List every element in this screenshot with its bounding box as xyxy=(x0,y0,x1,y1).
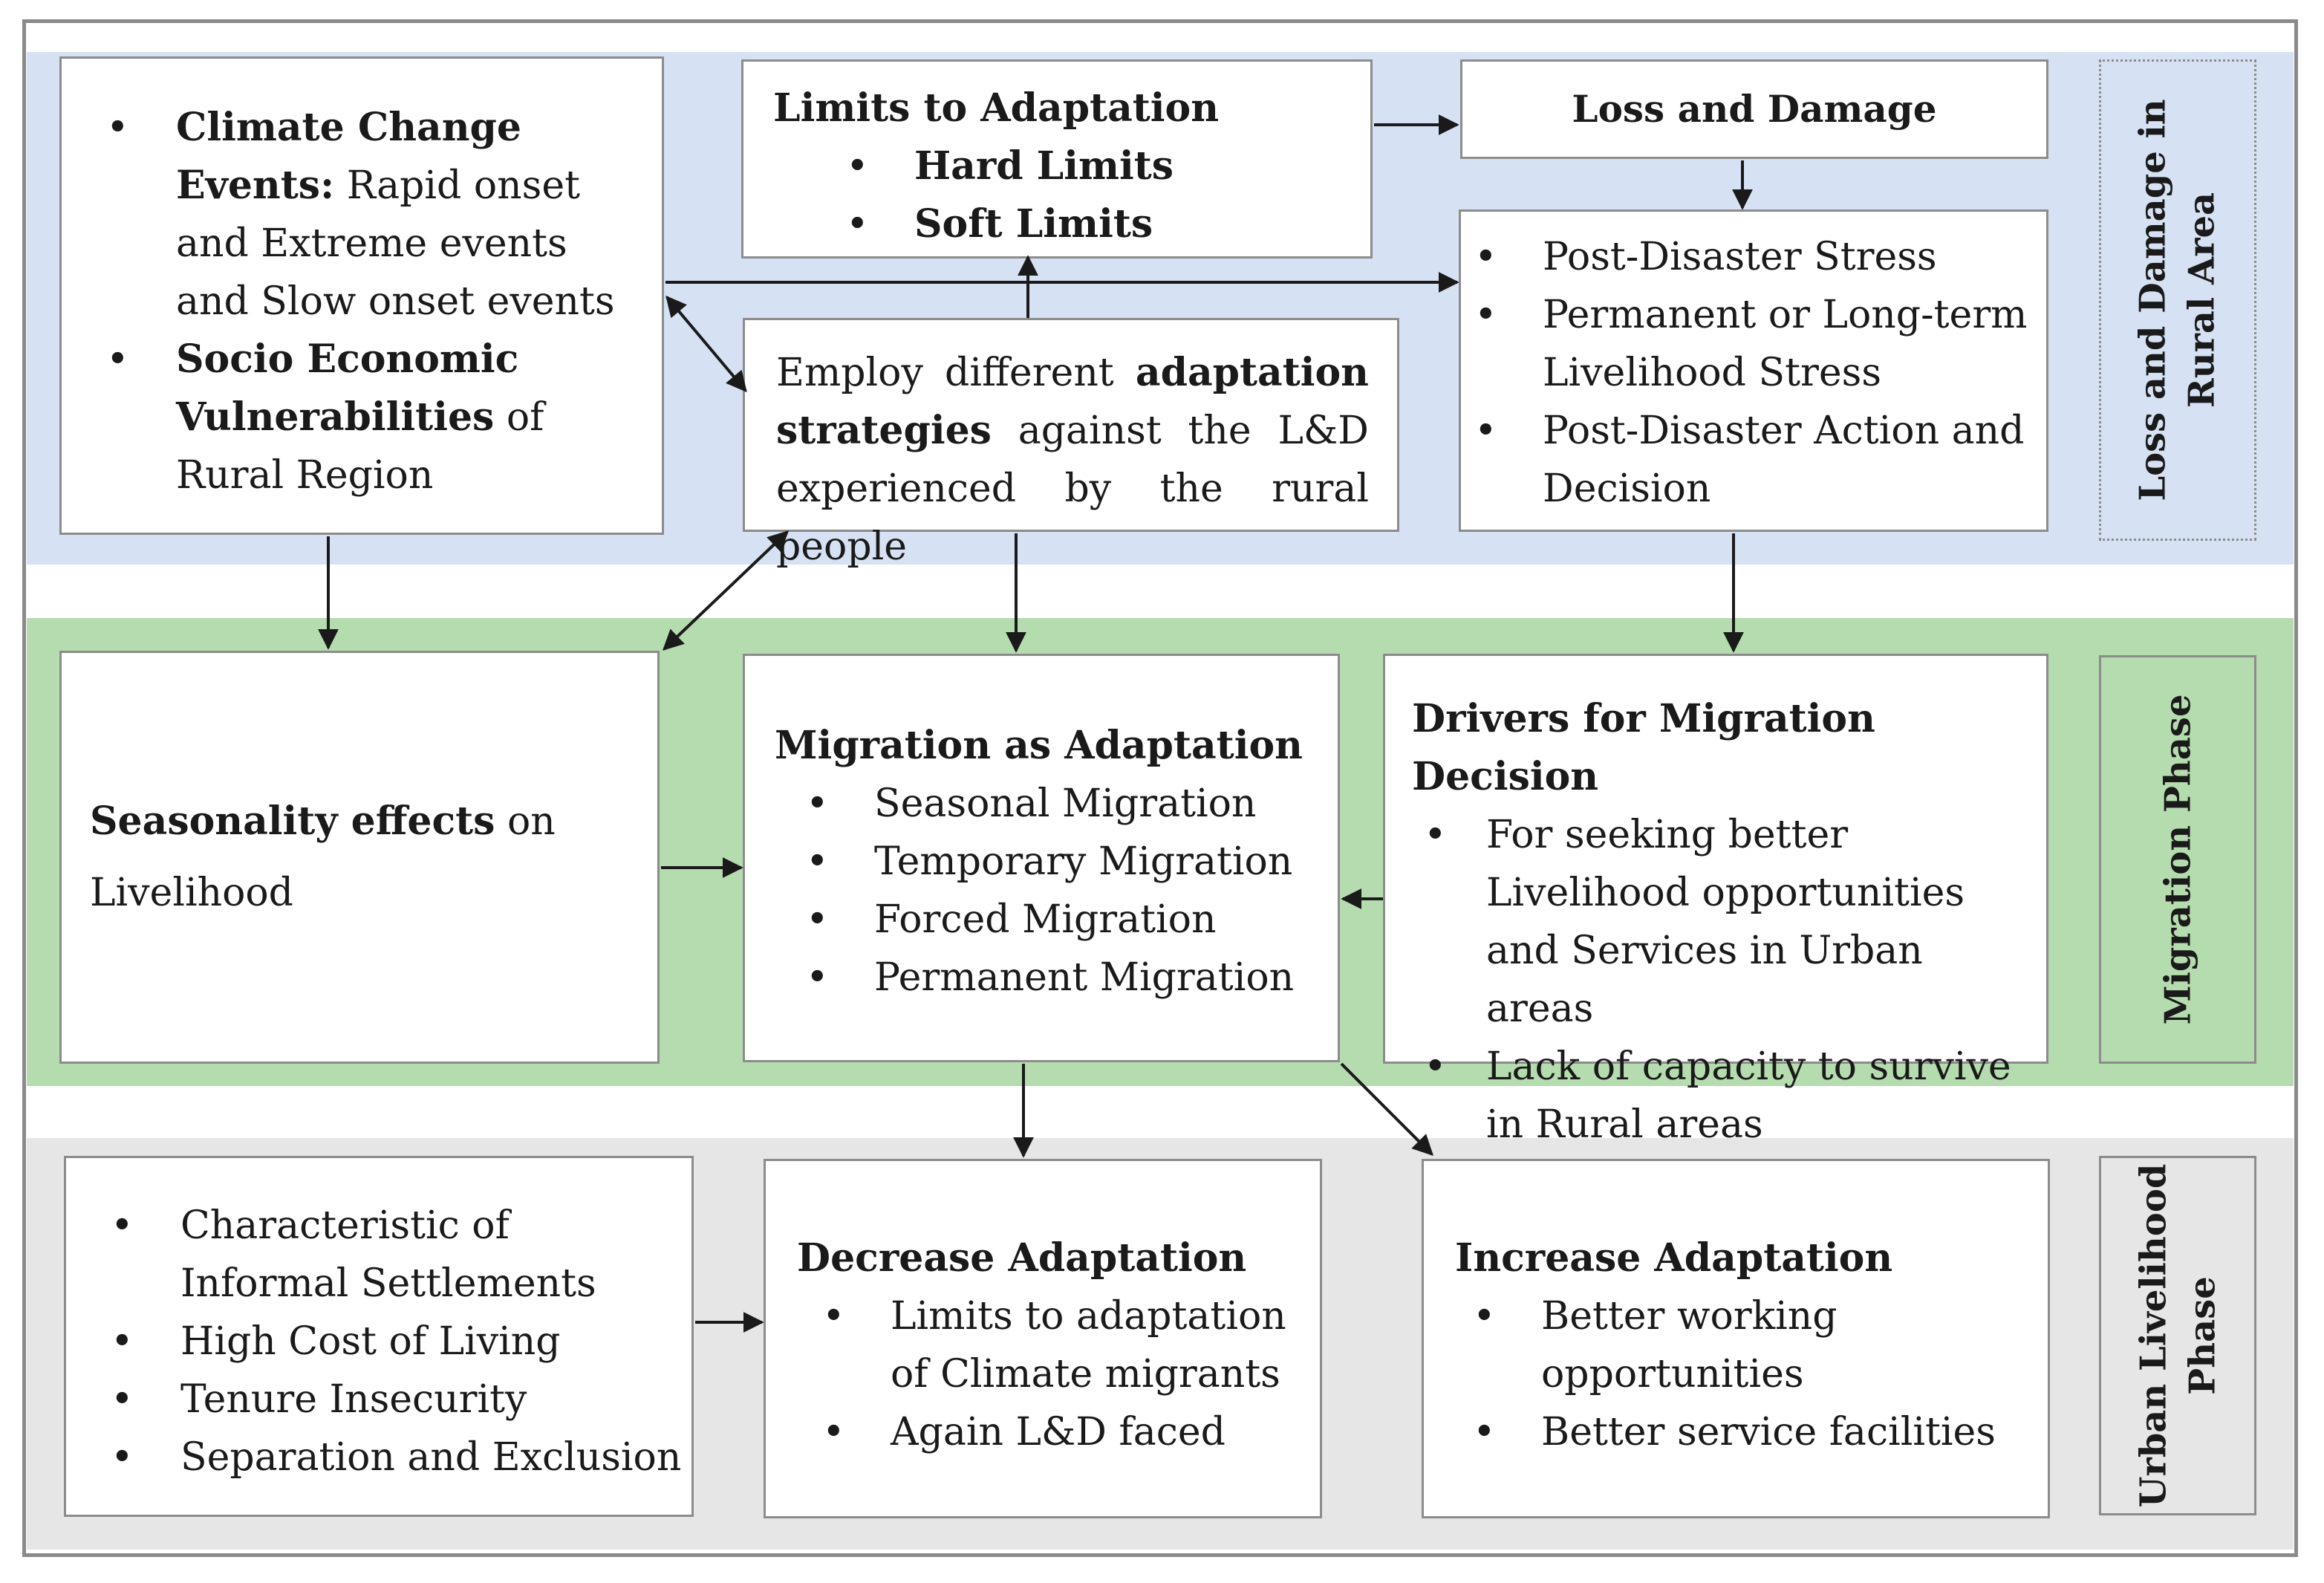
strategies-bold: adaptation strategies xyxy=(776,350,1369,453)
loss-damage-box: Loss and Damage xyxy=(1460,59,2048,159)
informal-settlements-item: Characteristic of Informal Settlements xyxy=(111,1197,684,1313)
increase-adaptation-title: Increase Adaptation xyxy=(1455,1235,1893,1281)
climate-events-label: Climate Change Events: xyxy=(176,105,521,208)
better-service-item: Better service facilities xyxy=(1473,1403,2040,1461)
migration-adaptation-title: Migration as Adaptation xyxy=(775,723,1303,768)
seasonality-text: on Livelihood xyxy=(90,799,556,915)
forced-migration-item: Forced Migration xyxy=(806,891,1330,949)
separation-exclusion-item: Separation and Exclusion xyxy=(111,1428,684,1486)
seeking-livelihood-item: For seeking better Livelihood opportunit… xyxy=(1424,806,2039,1038)
migration-drivers-box: Drivers for Migration Decision For seeki… xyxy=(1383,654,2048,1147)
limits-climate-migrants-item: Limits to adaptation of Climate migrants xyxy=(822,1287,1312,1403)
rural-phase-label: Loss and Damage in Rural Area xyxy=(2099,59,2256,541)
strategies-pre: Employ different xyxy=(776,351,1136,395)
arrow-strategies-seasonality xyxy=(662,530,790,651)
post-disaster-action-item: Post-Disaster Action and Decision xyxy=(1474,402,2031,518)
loss-damage-title: Loss and Damage xyxy=(1572,87,1937,131)
decrease-adaptation-title: Decrease Adaptation xyxy=(797,1235,1247,1281)
strategies-post: against the L&D experienced by the rural… xyxy=(776,409,1369,569)
seasonality-label: Seasonality effects xyxy=(90,799,495,844)
tenure-insecurity-item: Tenure Insecurity xyxy=(111,1371,684,1428)
climate-events-text: Rapid onset and Extreme events and Slow … xyxy=(176,163,615,324)
socio-economic-item: Socio Economic Vulnerabilities of Rural … xyxy=(106,331,647,504)
again-ld-item: Again L&D faced xyxy=(822,1403,1312,1461)
limits-box: Limits to Adaptation Hard Limits Soft Li… xyxy=(741,59,1373,259)
urban-challenges-box: Characteristic of Informal Settlements H… xyxy=(64,1156,694,1517)
arrow-migration-to-increase xyxy=(1340,1062,1433,1156)
decrease-adaptation-box: Decrease Adaptation Limits to adaptation… xyxy=(764,1159,1322,1518)
socio-economic-label: Socio Economic Vulnerabilities xyxy=(176,337,519,440)
post-disaster-stress-item: Post-Disaster Stress xyxy=(1474,228,2031,286)
cost-of-living-item: High Cost of Living xyxy=(111,1313,684,1371)
livelihood-stress-item: Permanent or Long-term Livelihood Stress xyxy=(1474,286,2031,402)
soft-limits-item: Soft Limits xyxy=(846,195,1370,253)
arrow-climate-strategies xyxy=(665,295,747,393)
drivers-title: Drivers for Migration Decision xyxy=(1412,696,1875,799)
seasonality-box: Seasonality effects on Livelihood xyxy=(59,651,660,1064)
permanent-migration-item: Permanent Migration xyxy=(806,949,1330,1007)
migration-phase-label: Migration Phase xyxy=(2099,655,2256,1064)
seasonal-migration-item: Seasonal Migration xyxy=(806,775,1330,833)
increase-adaptation-box: Increase Adaptation Better working oppor… xyxy=(1422,1159,2050,1518)
socio-economic-text: of Rural Region xyxy=(176,395,544,498)
limits-title: Limits to Adaptation xyxy=(773,85,1220,131)
adaptation-strategies-box: Employ different adaptation strategies a… xyxy=(743,318,1399,569)
climate-drivers-box: Climate Change Events: Rapid onset and E… xyxy=(59,56,664,535)
migration-adaptation-box: Migration as Adaptation Seasonal Migrati… xyxy=(743,654,1340,1062)
urban-phase-label: Urban Livelihood Phase xyxy=(2099,1156,2256,1515)
lack-capacity-item: Lack of capacity to survive in Rural are… xyxy=(1424,1038,2039,1154)
better-working-item: Better working opportunities xyxy=(1473,1287,2040,1403)
hard-limits-item: Hard Limits xyxy=(846,137,1370,195)
post-disaster-box: Post-Disaster Stress Permanent or Long-t… xyxy=(1459,209,2048,532)
temporary-migration-item: Temporary Migration xyxy=(806,833,1330,891)
climate-events-item: Climate Change Events: Rapid onset and E… xyxy=(106,99,647,331)
